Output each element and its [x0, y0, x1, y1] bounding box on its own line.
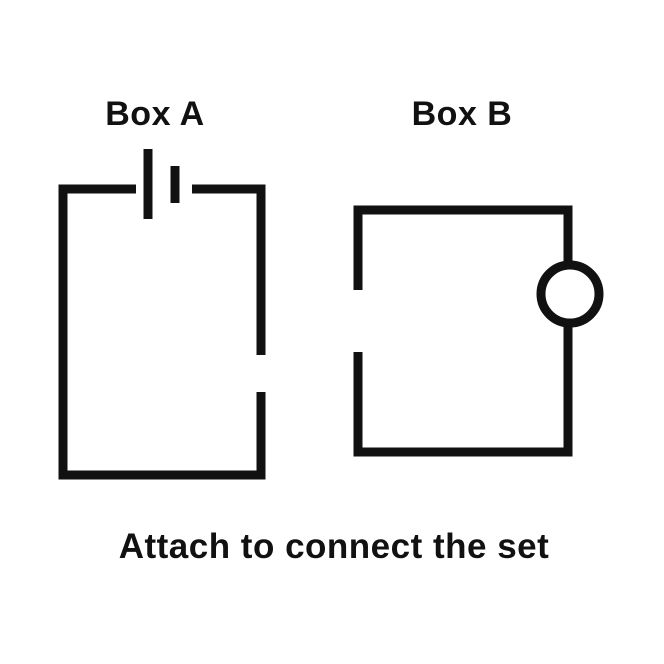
box-a-title: Box A — [105, 95, 204, 133]
caption-text: Attach to connect the set — [119, 527, 550, 566]
bulb-icon — [536, 260, 604, 328]
circuit-strokes — [58, 149, 604, 480]
box-b-title: Box B — [412, 95, 513, 133]
battery-icon — [143, 149, 180, 219]
box-a-circuit-outline — [58, 184, 266, 480]
box-b-circuit-outline — [353, 205, 573, 457]
